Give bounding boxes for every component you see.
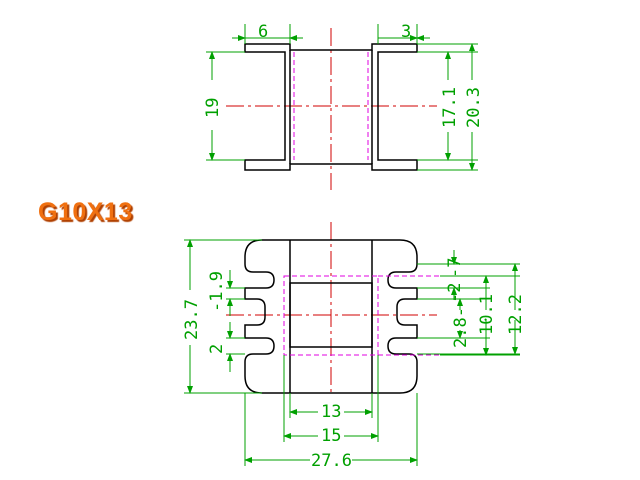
dim-front-right-2-value: 2 [445, 283, 465, 293]
dim-flange-right-width [377, 24, 430, 44]
top-hidden-lines [293, 52, 369, 160]
dim-front-core-width-label: 13 [321, 402, 341, 422]
dim-front-right [417, 250, 520, 356]
dim-top-right-heights [417, 43, 478, 171]
dim-front-slot-top-value: 1.9 [207, 271, 227, 302]
dim-front-right-12-2-label: 12.2 [506, 294, 526, 335]
dim-flange-left-width-label: 6 [258, 22, 268, 42]
part-title: G10X13 [38, 198, 133, 226]
dim-top-overall-height-label: 19 [203, 98, 223, 118]
dim-flange-right-width-label: 3 [401, 22, 411, 42]
dim-front-slot-top-label: -1.9 [207, 271, 227, 312]
dim-front-overall-height-label: 23.7 [182, 299, 202, 340]
dim-front-right-2-label: -2 [445, 283, 465, 304]
dim-front-overall-width-label: 27.6 [311, 451, 352, 471]
dim-front-overall-height [184, 239, 262, 394]
dim-front-widths [244, 355, 418, 466]
dim-front-right-10-1-label: 10.1 [477, 294, 497, 335]
dim-front-middle-width-label: 15 [321, 426, 341, 446]
dim-top-inner-height-label: 17.1 [440, 87, 460, 128]
top-view: 6 3 19 17.1 20.3 [203, 22, 484, 190]
dim-flange-left-width [232, 24, 303, 44]
dim-front-right-7-label: -7 [445, 258, 465, 279]
front-view: 23.7 -1.9 2 [182, 222, 526, 471]
dim-front-right-2-8-value: 2.8 [451, 317, 471, 348]
dim-front-left-slots [226, 270, 245, 372]
front-body-outline [244, 239, 418, 394]
dim-top-outer-height-label: 20.3 [464, 87, 484, 128]
dim-front-right-2-8-label: 2.8- [451, 307, 471, 348]
front-hidden-lines [283, 275, 440, 356]
dim-front-slot-bottom-label: 2 [207, 344, 227, 354]
dim-top-overall-height [206, 51, 245, 161]
front-core-outline [289, 240, 373, 393]
dim-front-right-7-value: 7 [445, 258, 465, 268]
